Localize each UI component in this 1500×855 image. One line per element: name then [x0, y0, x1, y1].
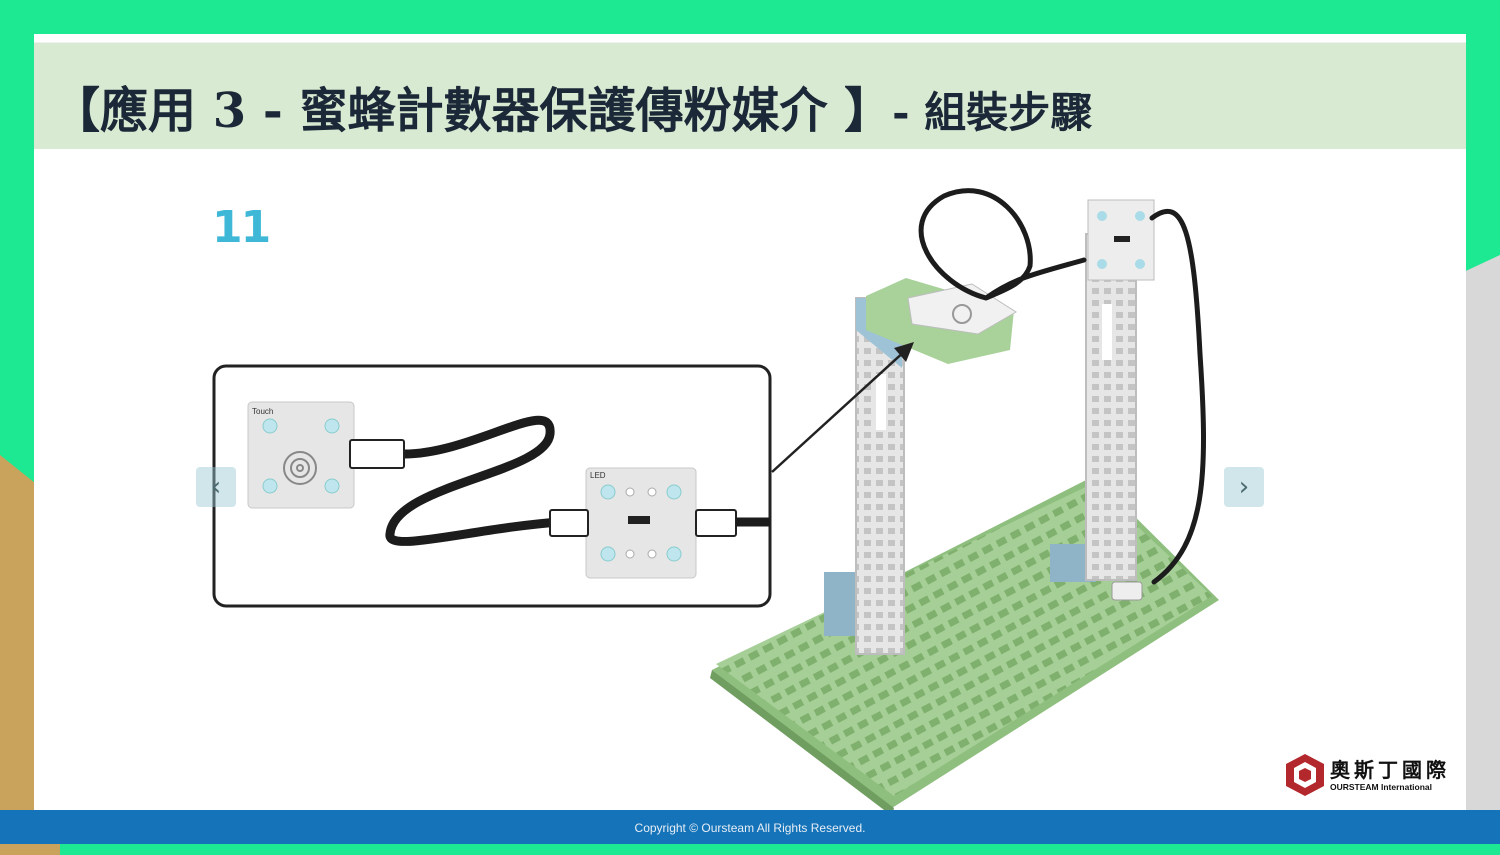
next-slide-button[interactable]: ›	[1224, 467, 1264, 507]
assembly-diagram: Touch LED	[212, 188, 1219, 810]
footer-bar: Copyright © Oursteam All Rights Reserved…	[0, 810, 1500, 844]
slide-canvas: 【應用 3 - 蜜蜂計數器保護傳粉媒介 】- 組裝步驟 11	[34, 34, 1466, 810]
arrowhead-icon	[894, 342, 914, 362]
top-led-module	[1087, 199, 1155, 281]
company-logo: 奧斯丁國際 OURSTEAM International	[1284, 752, 1464, 802]
logo-name-en: OURSTEAM International	[1330, 782, 1433, 792]
chevron-left-icon: ‹	[210, 472, 222, 502]
top-cable	[918, 188, 1087, 301]
slide-title-sub: - 組裝步驟	[892, 88, 1093, 137]
slide-title-main: 【應用 3 - 蜜蜂計數器保護傳粉媒介 】	[52, 83, 893, 139]
pointer-arrow	[771, 349, 907, 473]
led-module-label: LED	[590, 471, 606, 480]
logo-name-cn: 奧斯丁國際	[1330, 758, 1450, 782]
logo-cube-icon	[1286, 754, 1324, 796]
cable-connector	[1111, 581, 1143, 601]
left-pillar	[824, 297, 905, 655]
copyright-text: Copyright © Oursteam All Rights Reserved…	[634, 821, 866, 835]
chevron-right-icon: ›	[1238, 472, 1250, 502]
green-baseplate	[710, 476, 1219, 810]
slide-title: 【應用 3 - 蜜蜂計數器保護傳粉媒介 】- 組裝步驟	[52, 71, 1092, 141]
detail-inset: Touch LED	[212, 364, 772, 608]
title-bar: 【應用 3 - 蜜蜂計數器保護傳粉媒介 】- 組裝步驟	[34, 42, 1466, 149]
touch-module-label: Touch	[252, 407, 273, 416]
prev-slide-button[interactable]: ‹	[196, 467, 236, 507]
step-number: 11	[212, 202, 271, 253]
right-pillar	[1050, 233, 1137, 582]
side-cable	[1149, 208, 1206, 585]
